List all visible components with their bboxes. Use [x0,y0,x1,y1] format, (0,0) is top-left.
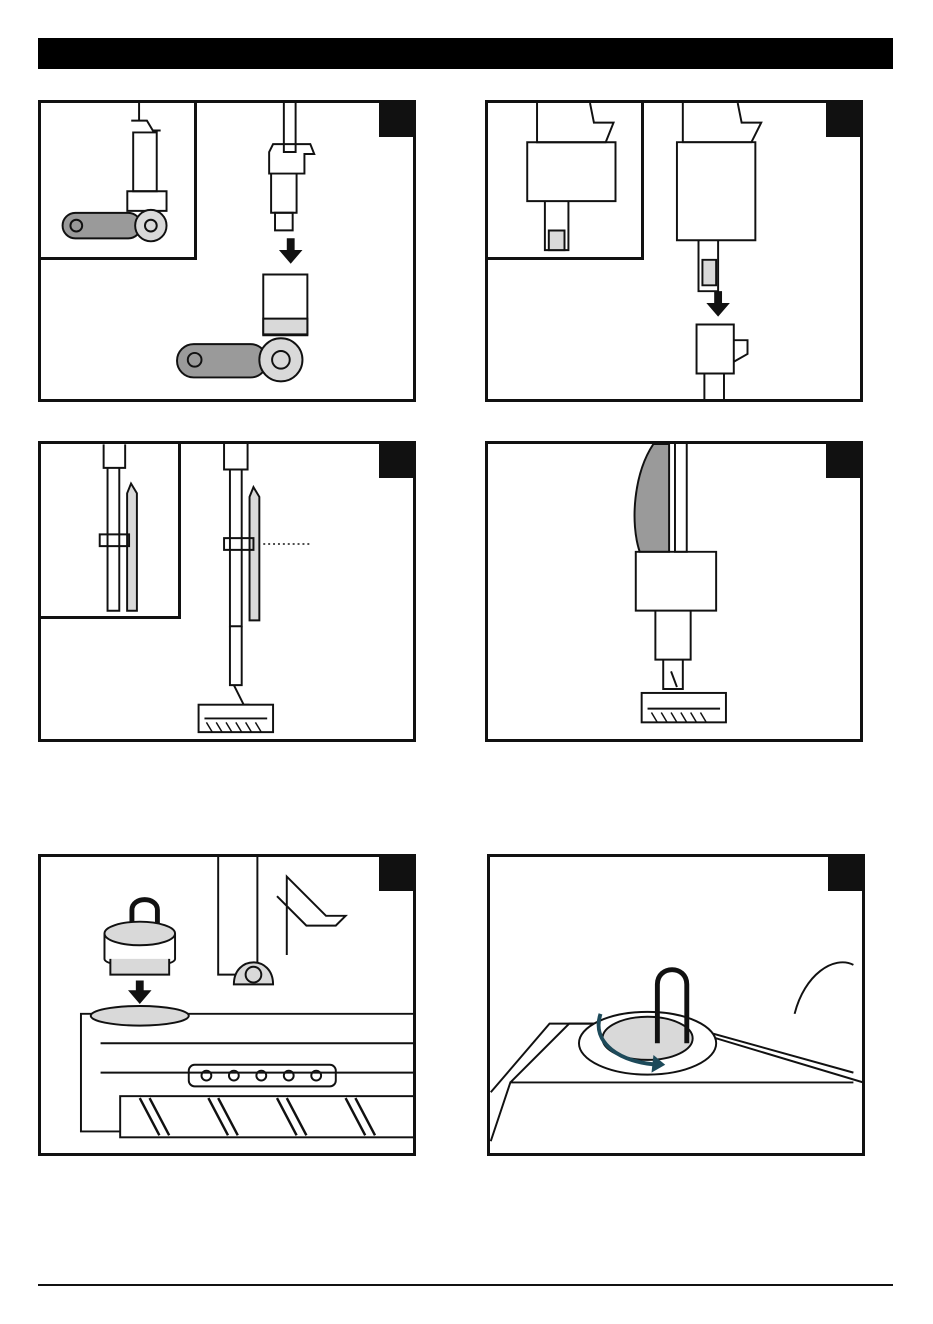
panel-twist-to-lock-cartridge [487,854,865,1156]
floor-nozzle-icon [199,705,273,732]
down-arrow-icon [279,238,303,263]
down-arrow-icon [706,291,730,316]
down-arrow-icon [128,980,152,1004]
footer-rule [38,1284,893,1286]
panel-attach-wand-to-handheld [485,100,863,402]
section-header-bar [38,38,893,69]
cartridge-into-nozzle-drawing [41,857,413,1153]
assembled-vacuum-drawing [488,444,860,739]
twist-cartridge-drawing [490,857,862,1153]
panel-attach-wand-to-floor-nozzle [38,100,416,402]
panel-store-crevice-tool-on-wand [38,441,416,742]
panel-assembled-vacuum [485,441,863,742]
handheld-and-wand-drawing [488,103,860,399]
wand-and-nozzle-drawing [41,103,413,399]
fragrance-cartridge-icon [104,900,175,975]
wand-with-crevice-tool-drawing [41,444,413,739]
panel-insert-fragrance-cartridge [38,854,416,1156]
